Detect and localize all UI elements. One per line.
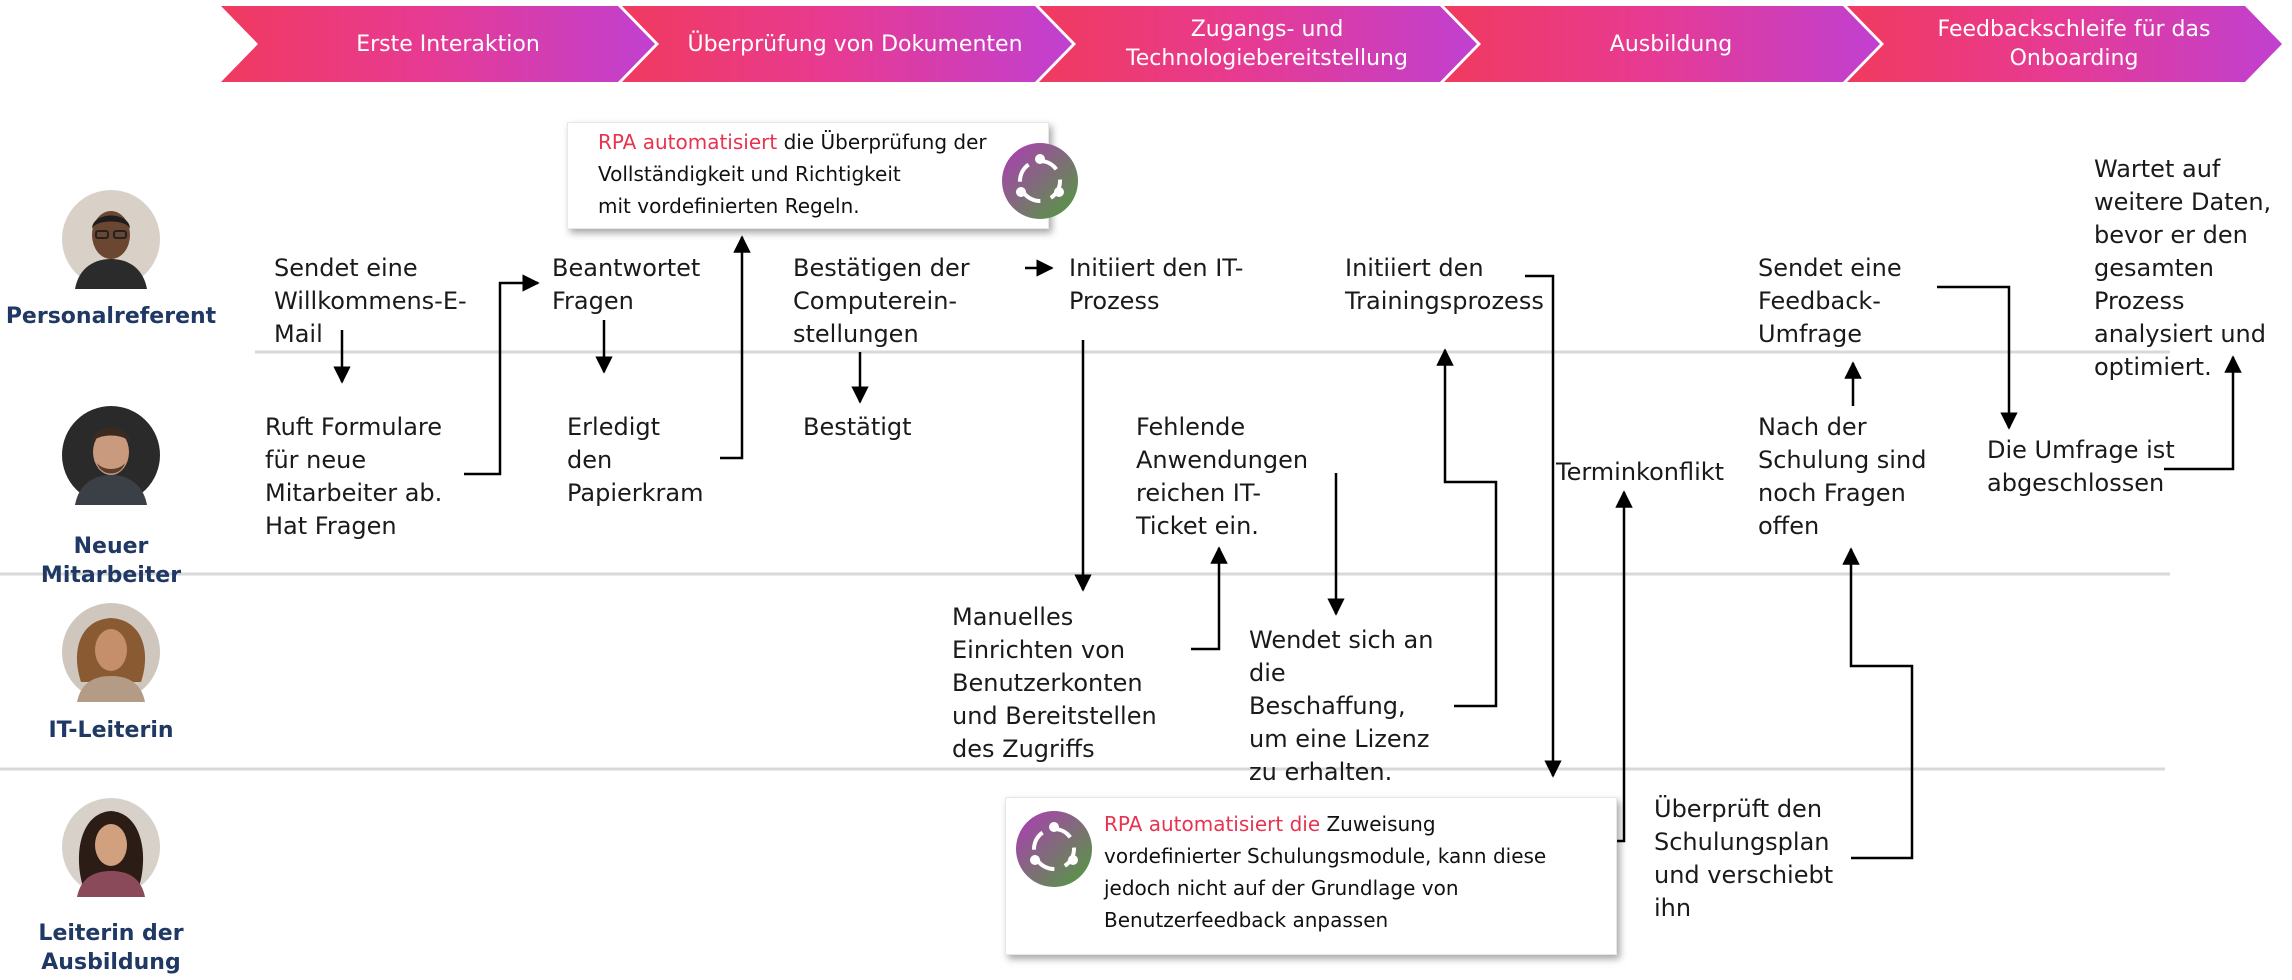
connector-setup-to-missing-apps	[1191, 546, 1228, 651]
step-training-process: Initiiert den Trainingsprozess	[1345, 254, 1544, 315]
stage-chevron-3	[1039, 6, 1477, 82]
rpa-highlight: RPA automatisiert	[598, 130, 778, 154]
step-survey-done: Die Umfrage ist abgeschlossen	[1987, 436, 2175, 497]
step-welcome-mail: Sendet eine Willkommens-E- Mail	[274, 254, 467, 348]
stage-label-4: Ausbildung	[1609, 31, 1733, 57]
step-paperwork: Erledigt den Papierkram	[567, 413, 704, 507]
stage-label-1: Erste Interaktion	[356, 31, 540, 57]
rpa-automation-icon	[1016, 811, 1092, 887]
role-it-leiterin: IT-Leiterin	[48, 718, 174, 743]
role-personalreferent: Personalreferent	[5, 304, 217, 329]
stage-label-5: Feedbackschleife für das Onboarding	[1937, 17, 2211, 71]
role-leiterin-ausbildung: Leiterin der Ausbildung	[38, 921, 184, 975]
rpa-callout-text: RPA automatisiert die Überprüfung der Vo…	[598, 126, 1018, 222]
stage-chevrons	[221, 6, 2282, 82]
step-confirmed: Bestätigt	[803, 413, 912, 441]
step-forms: Ruft Formulare für neue Mitarbeiter ab. …	[265, 413, 443, 540]
connector-forms-to-answers	[464, 274, 540, 476]
rpa-description: Zuweisung vordefinierter Schulungsmodule…	[1104, 812, 1547, 932]
stage-chevron-4	[1444, 6, 1880, 82]
step-answers: Beantwortet Fragen	[552, 254, 701, 315]
step-procurement: Wendet sich an die Beschaffung, um eine …	[1249, 626, 1434, 786]
connector-paperwork-to-rpa	[720, 235, 751, 460]
rpa-description: die Überprüfung der Vollständigkeit und …	[598, 130, 987, 218]
stage-chevron-1	[221, 6, 655, 82]
step-open-questions: Nach der Schulung sind noch Fragen offen	[1758, 413, 1927, 540]
step-missing-apps: Fehlende Anwendungen reichen IT- Ticket …	[1136, 413, 1309, 540]
role-neuer-mitarbeiter: Neuer Mitarbeiter	[40, 534, 182, 588]
step-confirm-settings: Bestätigen der Computerein- stellungen	[793, 254, 970, 348]
rpa-automation-icon	[1002, 143, 1078, 219]
connector-rpa-to-conflict	[1615, 490, 1633, 843]
step-conflict: Terminkonflikt	[1556, 458, 1725, 486]
stage-label-2: Überprüfung von Dokumenten	[687, 31, 1023, 57]
avatar-leiterin-ausbildung	[62, 798, 160, 897]
step-waits: Wartet auf weitere Daten, bevor er den g…	[2094, 155, 2272, 381]
connector-training-to-lead	[1525, 274, 1562, 778]
rpa-callout-text: RPA automatisiert die Zuweisung vordefin…	[1104, 808, 1604, 936]
connector-procurement-to-training	[1436, 348, 1498, 708]
connector-review-to-questions	[1842, 547, 1914, 860]
avatar-neuer-mitarbeiter	[62, 406, 160, 505]
step-it-process: Initiiert den IT- Prozess	[1069, 254, 1244, 315]
step-manual-setup: Manuelles Einrichten von Benutzerkonten …	[952, 603, 1157, 763]
avatar-personalreferent	[62, 190, 160, 289]
connector-done-to-waits	[2164, 355, 2242, 471]
stage-chevron-2	[622, 6, 1072, 82]
stage-label-3: Zugangs- und Technologiebereitstellung	[1126, 17, 1408, 71]
rpa-callout-document-review: RPA automatisiert die Überprüfung der Vo…	[567, 122, 1078, 229]
rpa-callout-training-assignment: RPA automatisiert die Zuweisung vordefin…	[1005, 797, 1617, 955]
avatar-it-leiterin	[62, 603, 160, 702]
stage-chevron-5	[1847, 6, 2282, 82]
step-feedback-survey: Sendet eine Feedback- Umfrage	[1758, 254, 1902, 348]
rpa-highlight: RPA automatisiert die	[1104, 812, 1321, 836]
connector-survey-to-done	[1937, 285, 2018, 430]
step-review-plan: Überprüft den Schulungsplan und verschie…	[1654, 795, 1834, 922]
